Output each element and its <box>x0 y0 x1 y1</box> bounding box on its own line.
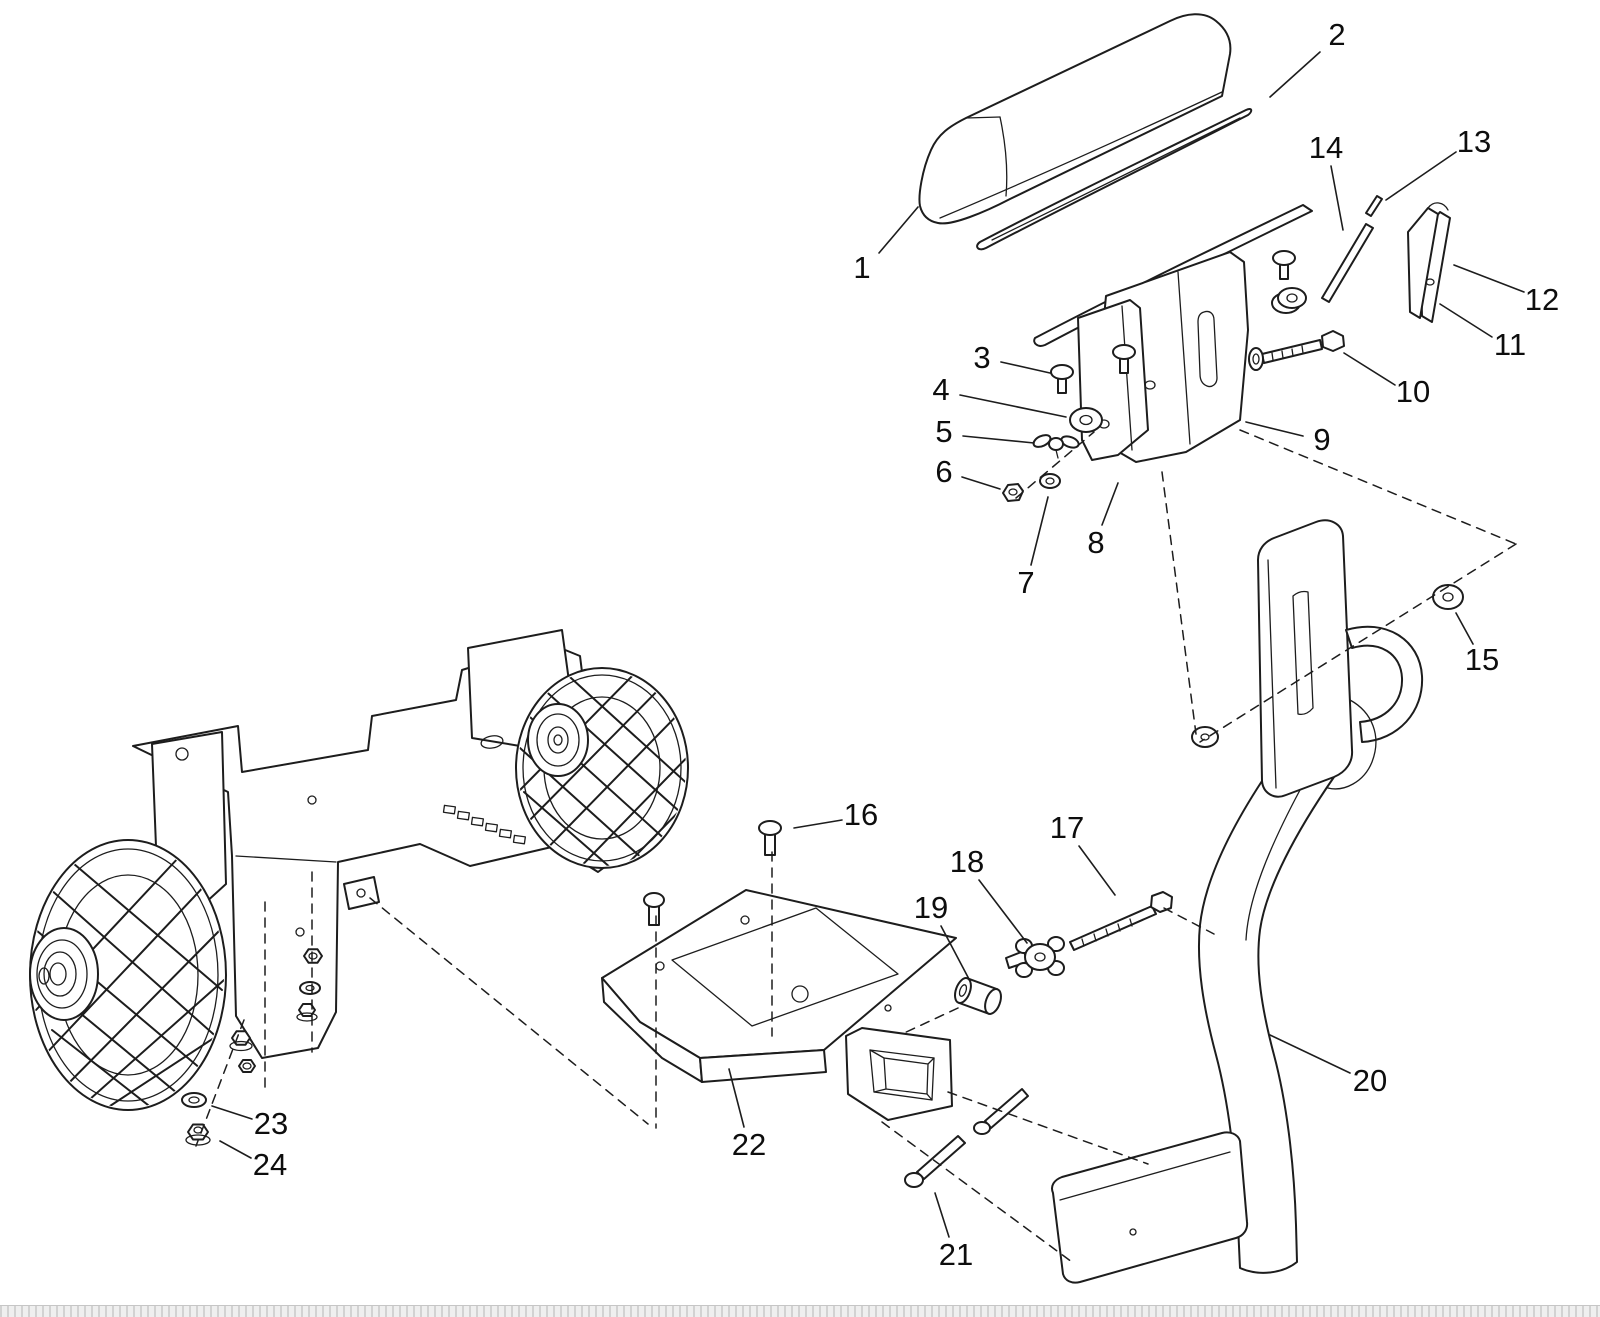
carriage-bolt-3a <box>1050 364 1074 394</box>
mount-plate-22 <box>601 889 957 1121</box>
washer-4 <box>1069 407 1103 433</box>
carriage-bolt-3c <box>1272 250 1296 280</box>
carriage-bolt-3b <box>1112 344 1136 374</box>
pulley-wheel-right <box>515 667 689 869</box>
knob-18 <box>1005 936 1065 978</box>
pulley-wheel-left <box>29 839 227 1111</box>
hook-clip <box>1345 625 1424 743</box>
hex-bolt-10 <box>1248 330 1345 371</box>
wheel-hub <box>29 927 99 1021</box>
console-cover-1 <box>918 13 1232 225</box>
callout-leader-8 <box>1101 482 1119 526</box>
washer-23 <box>181 1092 207 1108</box>
callout-leader-1 <box>878 206 919 254</box>
washer-mid <box>1191 726 1219 748</box>
spacer-19 <box>954 977 1002 1015</box>
receiver-socket <box>845 1027 953 1121</box>
gasket-2 <box>976 107 1253 251</box>
latch-11-12 <box>1407 202 1451 323</box>
wing-knob-5 <box>1032 434 1080 459</box>
callout-leader-20 <box>1269 1034 1351 1074</box>
callout-leader-18 <box>978 879 1028 944</box>
callout-leader-21 <box>934 1192 950 1238</box>
bottom-edge-strip <box>0 1305 1600 1317</box>
washer-15 <box>1432 584 1464 610</box>
washer-pair <box>1271 287 1307 314</box>
callout-leader-13 <box>1385 151 1457 201</box>
rod-14 <box>1321 223 1374 303</box>
callout-leader-7 <box>1030 496 1049 566</box>
callout-leader-22 <box>728 1068 745 1128</box>
callout-leader-10 <box>1343 352 1396 386</box>
hex-bolt-21b <box>973 1088 1029 1135</box>
hex-bolt-17 <box>1069 891 1173 951</box>
foot-pad <box>1051 1131 1249 1284</box>
callout-leader-23 <box>211 1105 253 1120</box>
washer-7 <box>1039 473 1061 489</box>
callout-leader-17 <box>1078 845 1116 896</box>
hex-nut <box>238 1059 256 1073</box>
pin-13 <box>1365 195 1383 217</box>
callout-leader-12 <box>1453 264 1525 293</box>
callout-leader-9 <box>1245 421 1304 437</box>
callout-leader-6 <box>961 476 1001 490</box>
callout-leader-5 <box>962 435 1035 444</box>
mount-bracket-8 <box>1077 299 1149 461</box>
callout-leader-16 <box>793 819 843 829</box>
hex-nut-6 <box>1002 483 1024 502</box>
alignment-guides <box>195 429 1517 1263</box>
callout-leader-3 <box>1000 361 1051 374</box>
callout-leader-lines <box>211 51 1525 1238</box>
carriage-bolt-16b <box>643 892 665 926</box>
callout-leader-15 <box>1455 612 1474 645</box>
callout-leader-14 <box>1330 165 1344 231</box>
washer <box>299 981 321 995</box>
hex-nut <box>303 948 323 964</box>
callout-leader-2 <box>1269 51 1321 98</box>
callout-leader-11 <box>1439 303 1493 338</box>
hex-bolt-21 <box>904 1135 966 1188</box>
callout-leader-4 <box>959 394 1067 418</box>
carriage-bolt-16 <box>758 820 782 856</box>
callout-leader-19 <box>940 925 971 982</box>
callout-leader-24 <box>219 1140 252 1159</box>
